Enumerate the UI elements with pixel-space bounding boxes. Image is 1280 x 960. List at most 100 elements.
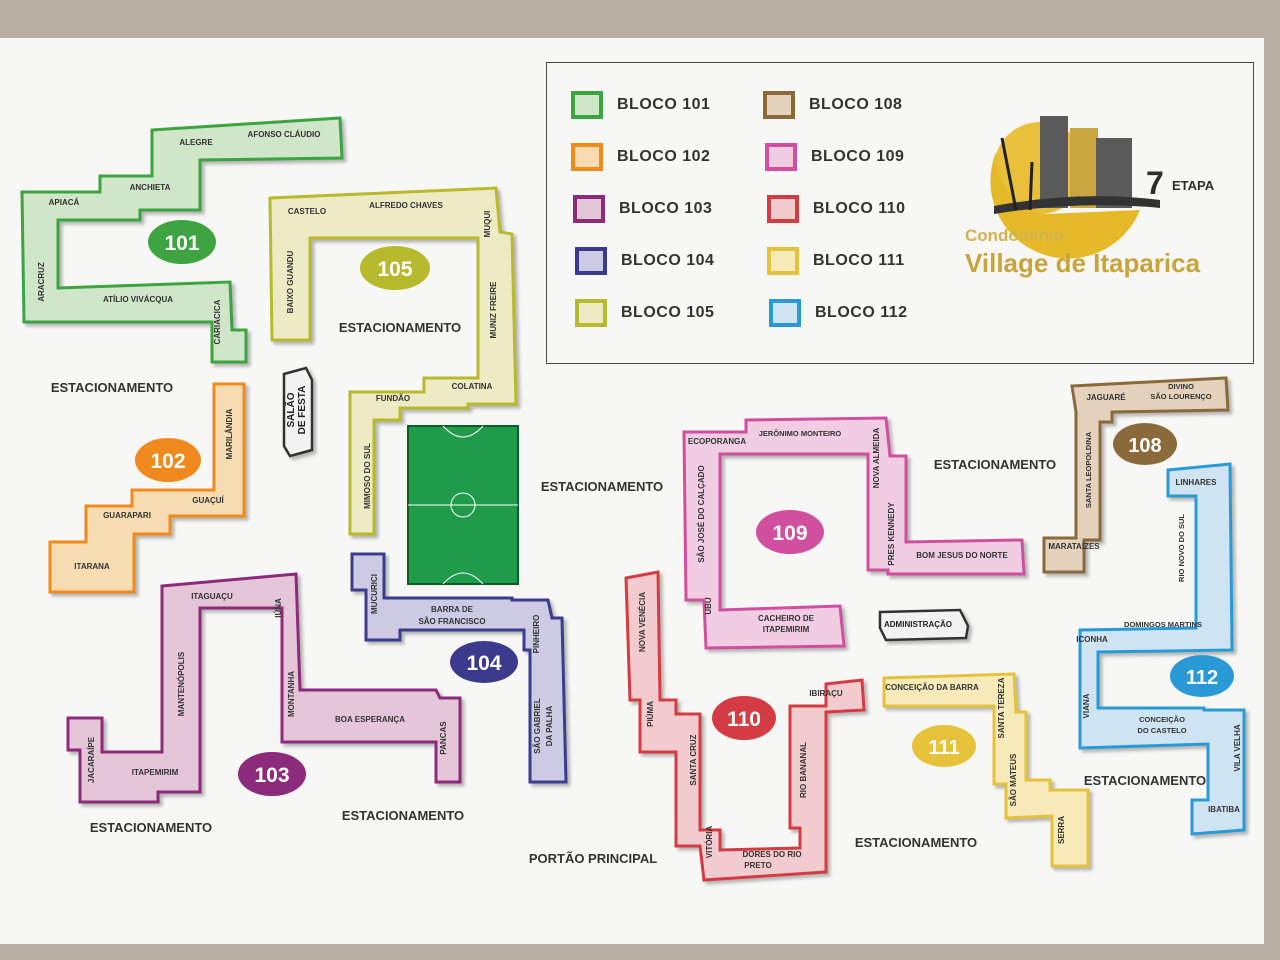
street-label: MUCURICI [370,574,379,614]
logo-line1: Condomínio [965,226,1065,245]
logo-graphic [990,116,1160,259]
parking-label: ESTACIONAMENTO [51,380,173,395]
street-label: VIANA [1082,693,1091,718]
street-label: ICONHA [1076,635,1108,644]
street-label: NOVA VENÉCIA [638,592,647,652]
parking-label: ESTACIONAMENTO [934,457,1056,472]
street-label: SÃO MATEUS [1009,753,1018,806]
street-label: ALEGRE [179,138,213,147]
street-label: PINHEIRO [532,615,541,654]
legend-label: BLOCO 110 [813,200,906,217]
street-label: BOM JESUS DO NORTE [916,551,1008,560]
street-label: MIMOSO DO SUL [363,443,372,509]
parking-label: ESTACIONAMENTO [855,835,977,850]
block-110[interactable]: 110 NOVA VENÉCIA PIÚMA SANTA CRUZ VITÓRI… [624,570,866,882]
block-108[interactable]: 108 JAGUARÉ DIVINO SÃO LOURENÇO SANTA LE… [1042,376,1230,574]
street-label: DO CASTELO [1137,726,1186,735]
legend-label: BLOCO 103 [619,200,713,217]
block-number: 103 [254,764,289,787]
block-outline [624,570,866,882]
legend-label: BLOCO 104 [621,252,715,269]
block-number: 104 [466,652,501,675]
block-number-badge [912,725,976,767]
street-label: MARATAÍZES [1048,542,1100,551]
legend-swatch [575,247,607,275]
street-label: SÃO FRANCISCO [418,617,485,626]
block-number: 105 [377,258,412,281]
street-label: GUAÇUÍ [192,496,224,505]
street-label: ARACRUZ [37,262,46,302]
legend-item: BLOCO 109 [765,143,904,171]
legend-item: BLOCO 108 [763,91,902,119]
parking-label: ESTACIONAMENTO [541,479,663,494]
street-label: UBU [704,597,713,615]
legend-swatch [767,247,799,275]
block-outline [20,116,344,364]
party-hall[interactable]: SALÃO DE FESTA [282,366,314,458]
street-label: SÃO LOURENÇO [1150,392,1211,401]
street-label: IBATIBA [1208,805,1240,814]
street-label: DA PALHA [545,706,554,747]
street-label: PRETO [744,861,771,870]
parking-label: ESTACIONAMENTO [90,820,212,835]
street-label: ITAPEMIRIM [132,768,179,777]
block-number-badge [1170,655,1234,697]
block-105[interactable]: 105 CASTELO ALFREDO CHAVES MUQUI BAIXO G… [268,186,518,536]
block-number: 110 [727,708,761,731]
street-label: NOVA ALMEIDA [872,427,881,488]
legend-item: BLOCO 103 [573,195,712,223]
party-hall-label: DE FESTA [297,386,308,435]
block-104[interactable]: 104 MUCURICI BARRA DE SÃO FRANCISCO PINH… [350,552,568,784]
legend-item: BLOCO 105 [575,299,714,327]
street-label: CONCEIÇÃO [1139,715,1185,724]
parking-label: ESTACIONAMENTO [339,320,461,335]
block-number-badge [1113,423,1177,465]
legend-label: BLOCO 112 [815,304,908,321]
street-label: AFONSO CLÁUDIO [248,130,321,139]
block-103[interactable]: 103 ITAGUAÇU IÚNA MANTENÓPOLIS MONTANHA … [66,572,462,804]
legend-label: BLOCO 108 [809,96,903,113]
stage-number: 7 [1146,165,1164,201]
block-101[interactable]: 101 AFONSO CLÁUDIO ALEGRE ANCHIETA APIAC… [20,116,344,364]
street-label: BARRA DE [431,605,474,614]
street-label: CACHEIRO DE [758,614,815,623]
legend-swatch [769,299,801,327]
street-label: PANCAS [439,721,448,755]
stage-label: ETAPA [1172,178,1215,193]
street-label: PIÚMA [646,701,655,727]
block-outline [350,552,568,784]
block-109[interactable]: 109 ECOPORANGA JERÔNIMO MONTEIRO NOVA AL… [682,416,1026,650]
block-outline [268,186,518,536]
block-outline [48,382,246,594]
street-label: DOMINGOS MARTINS [1124,620,1202,629]
block-number: 112 [1186,667,1218,689]
street-label: SÃO GABRIEL [533,698,542,754]
administration-building[interactable]: ADMINISTRAÇÃO [878,608,970,642]
street-label: MANTENÓPOLIS [177,651,186,716]
block-outline [682,416,1026,650]
block-111[interactable]: 111 CONCEIÇÃO DA BARRA SANTA TEREZA SÃO … [882,672,1090,868]
block-outline [882,672,1090,868]
block-number: 101 [164,232,199,255]
block-112[interactable]: 112 LINHARES RIO NOVO DO SUL ICONHA DOMI… [1076,462,1246,836]
legend-item: BLOCO 101 [571,91,710,119]
legend-item: BLOCO 102 [571,143,710,171]
street-label: DORES DO RIO [742,850,801,859]
legend-item: BLOCO 104 [575,247,714,275]
block-outline [1042,376,1230,574]
logo-line2: Village de Itaparica [965,248,1201,278]
block-outline [1078,462,1246,836]
street-label: ALFREDO CHAVES [369,201,443,210]
parking-label: ESTACIONAMENTO [1084,773,1206,788]
block-number-badge [712,696,776,740]
street-label: APIACÁ [49,198,80,207]
block-102[interactable]: 102 MARILÂNDIA GUAÇUÍ GUARAPARI ITARANA [48,382,246,594]
legend-label: BLOCO 102 [617,148,711,165]
street-label: IÚNA [274,598,283,618]
street-label: VILA VELHA [1233,724,1242,771]
street-label: MARILÂNDIA [225,408,234,459]
block-number-badge [360,246,430,290]
legend-label: BLOCO 105 [621,304,715,321]
street-label: SANTA CRUZ [689,734,698,785]
street-label: CASTELO [288,207,326,216]
